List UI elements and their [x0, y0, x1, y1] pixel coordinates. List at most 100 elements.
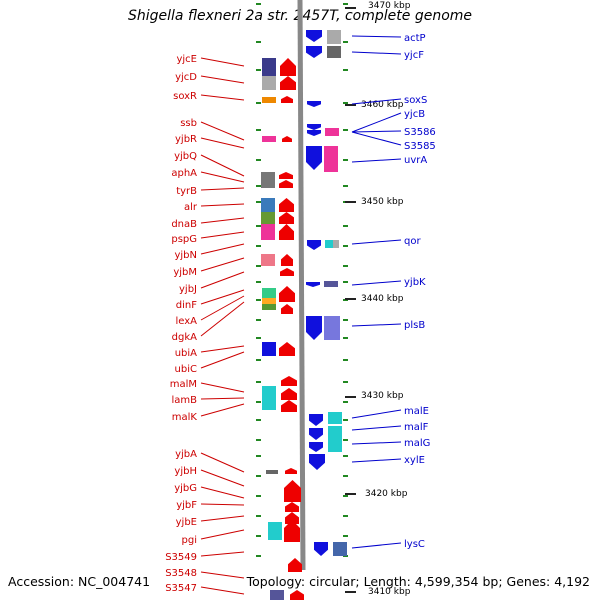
- gene-label-soxs: soxS: [404, 95, 427, 106]
- gene-label-s3585: S3585: [404, 141, 436, 152]
- right-feature-6: [307, 130, 321, 136]
- gene-label-lexa: lexA: [175, 316, 197, 327]
- gene-label-s3586: S3586: [404, 127, 436, 138]
- leader-line-tyrb: [200, 187, 245, 191]
- left-features: [261, 58, 304, 600]
- right-feature-12: [333, 240, 339, 248]
- leader-line-s3548: [200, 571, 245, 579]
- left-feature-3: [280, 76, 296, 90]
- leader-line-yjbq: [200, 154, 245, 177]
- left-feature-1: [280, 58, 296, 76]
- leader-line-ubia: [200, 345, 245, 353]
- left-feature-19: [280, 268, 294, 276]
- leader-line-s3586: [351, 130, 402, 133]
- left-feature-34: [284, 480, 301, 502]
- gene-label-yjbn: yjbN: [174, 250, 197, 261]
- leader-line-ubic: [200, 351, 245, 369]
- gene-label-soxr: soxR: [173, 91, 197, 102]
- right-feature-25: [333, 542, 347, 556]
- leader-line-soxs: [351, 98, 402, 105]
- left-feature-26: [279, 342, 295, 356]
- gene-label-qor: qor: [404, 236, 421, 247]
- gene-label-lysc: lysC: [404, 539, 425, 550]
- right-feature-0: [306, 30, 322, 42]
- left-feature-28: [262, 398, 276, 410]
- left-feature-15: [261, 224, 275, 240]
- left-feature-30: [281, 388, 297, 400]
- gene-label-yjbf: yjbF: [176, 500, 197, 511]
- gene-label-tyrb: tyrB: [176, 186, 197, 197]
- left-feature-39: [288, 558, 302, 572]
- left-feature-40: [270, 590, 284, 600]
- left-feature-18: [281, 254, 293, 266]
- leader-line-yjbf: [200, 503, 245, 506]
- left-feature-14: [279, 212, 294, 224]
- left-feature-9: [279, 172, 293, 179]
- leader-line-lamb: [200, 397, 245, 400]
- right-feature-11: [325, 240, 333, 248]
- leader-line-s3585: [351, 131, 402, 146]
- scale-label-3410: 3410 kbp: [368, 587, 411, 597]
- gene-label-yjce: yjcE: [176, 54, 197, 65]
- left-feature-23: [279, 286, 295, 302]
- right-feature-17: [309, 414, 323, 426]
- leader-line-lysc: [351, 542, 402, 549]
- left-feature-35: [285, 502, 299, 512]
- left-feature-5: [281, 96, 293, 103]
- gene-label-malf: malF: [404, 422, 429, 433]
- gene-label-yjcb: yjcB: [404, 109, 425, 120]
- scale-label-3450: 3450 kbp: [361, 197, 404, 207]
- left-leader-lines: [200, 57, 245, 595]
- right-feature-2: [306, 46, 322, 58]
- gene-label-yjbh: yjbH: [174, 466, 197, 477]
- gene-label-s3549: S3549: [165, 552, 197, 563]
- leader-line-yjbh: [200, 469, 245, 487]
- left-feature-8: [261, 172, 275, 188]
- right-gene-labels: actPyjcFsoxSyjcBS3586S3585uvrAqoryjbKpls…: [404, 33, 436, 550]
- left-feature-22: [262, 304, 276, 310]
- leader-line-actp: [351, 35, 402, 38]
- left-feature-10: [279, 180, 293, 188]
- right-feature-5: [307, 124, 321, 130]
- leader-line-malf: [351, 425, 402, 431]
- left-feature-36: [285, 512, 299, 524]
- right-feature-1: [327, 30, 341, 44]
- scale-labels: 3470 kbp 3460 kbp 3450 kbp 3440 kbp 3430…: [361, 1, 411, 597]
- gene-label-actp: actP: [404, 33, 426, 44]
- left-feature-20: [262, 288, 276, 298]
- left-feature-6: [262, 136, 276, 142]
- leader-line-uvra: [351, 158, 402, 163]
- leader-line-yjbg: [200, 486, 245, 499]
- left-feature-11: [261, 198, 275, 212]
- right-feature-13: [306, 282, 320, 287]
- leader-line-dinf: [200, 289, 245, 305]
- gene-label-s3547: S3547: [165, 583, 197, 594]
- gene-label-yjbm: yjbM: [173, 267, 197, 278]
- gene-label-pgi: pgi: [182, 535, 197, 546]
- left-feature-31: [281, 400, 297, 412]
- leader-line-yjba: [200, 452, 245, 473]
- right-features: [306, 30, 347, 556]
- leader-line-yjbk: [351, 280, 402, 286]
- gene-label-yjbk: yjbK: [404, 277, 426, 288]
- scale-label-3460: 3460 kbp: [361, 100, 404, 110]
- leader-line-alr: [200, 203, 245, 207]
- gene-label-uvra: uvrA: [404, 155, 427, 166]
- left-feature-12: [279, 198, 294, 212]
- left-feature-0: [262, 58, 276, 76]
- gene-label-malm: malM: [170, 379, 197, 390]
- left-feature-7: [282, 136, 292, 142]
- leader-line-malk: [200, 403, 245, 417]
- gene-label-yjbe: yjbE: [176, 517, 197, 528]
- leader-line-yjbe: [200, 515, 245, 522]
- topology-text: Topology: circular; Length: 4,599,354 bp…: [246, 574, 590, 589]
- left-feature-29: [281, 376, 297, 386]
- left-feature-27: [262, 386, 276, 398]
- gene-label-malg: malG: [404, 438, 430, 449]
- leader-line-plsb: [351, 323, 402, 327]
- gene-label-yjbg: yjbG: [174, 483, 197, 494]
- genome-backbone: [297, 0, 306, 571]
- gene-label-dinf: dinF: [176, 300, 197, 311]
- leader-line-apha: [200, 171, 245, 183]
